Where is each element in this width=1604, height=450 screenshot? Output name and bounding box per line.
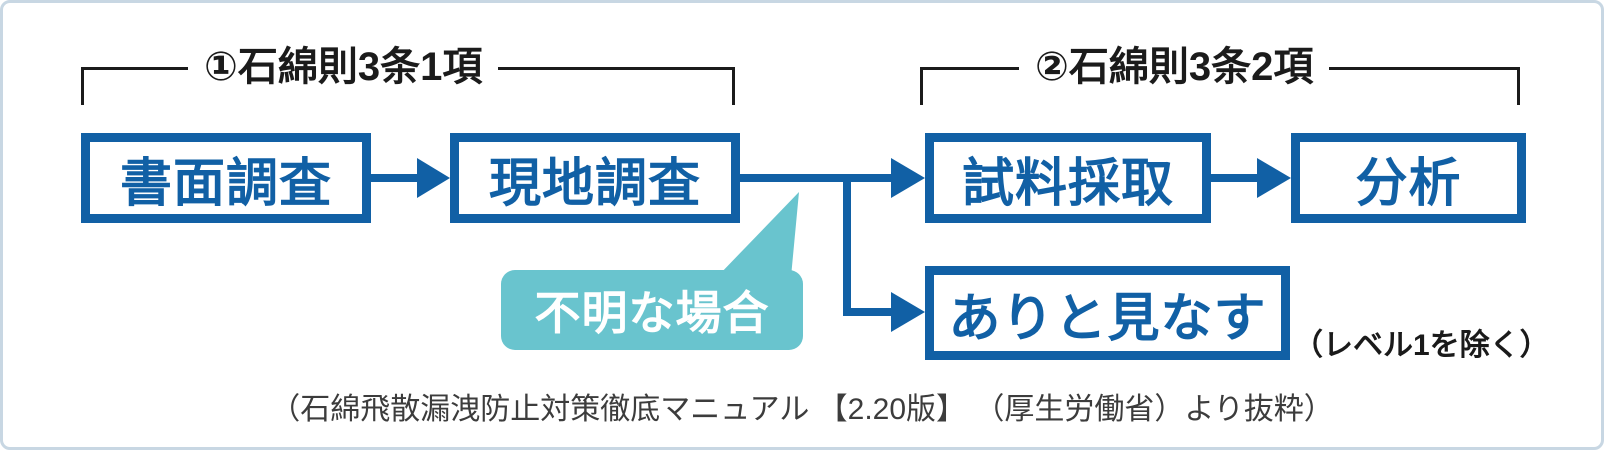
box-analysis: 分析 [1291, 133, 1526, 223]
box-deemed-present: ありと見なす [925, 266, 1290, 360]
bracket-article3-2-label: ②石綿則3条2項 [1019, 43, 1330, 91]
box-document-survey: 書面調査 [81, 133, 371, 223]
arrowhead-to-deemed [891, 292, 925, 332]
arrowhead-site-to-sampling [891, 158, 925, 198]
source-caption: （石綿飛散漏洩防止対策徹底マニュアル 【2.20版】 （厚生労働省）より抜粋） [270, 393, 1334, 426]
bracket-article3-1: ①石綿則3条1項 [81, 43, 735, 105]
bracket-article3-2: ②石綿則3条2項 [920, 43, 1520, 105]
arrowhead-doc-to-site [417, 158, 450, 198]
box-site-survey: 現地調査 [450, 133, 740, 223]
callout-unknown-case: 不明な場合 [501, 270, 803, 350]
box-sampling: 試料採取 [925, 133, 1211, 223]
flow-connectors [371, 158, 1291, 332]
note-level1-excluded: （レベル1を除く） [1293, 329, 1550, 362]
arrowhead-sampling-to-analysis [1257, 158, 1291, 198]
bracket-article3-1-label: ①石綿則3条1項 [188, 43, 499, 91]
branch-line-to-deemed [843, 178, 891, 316]
callout-tail [717, 192, 799, 277]
